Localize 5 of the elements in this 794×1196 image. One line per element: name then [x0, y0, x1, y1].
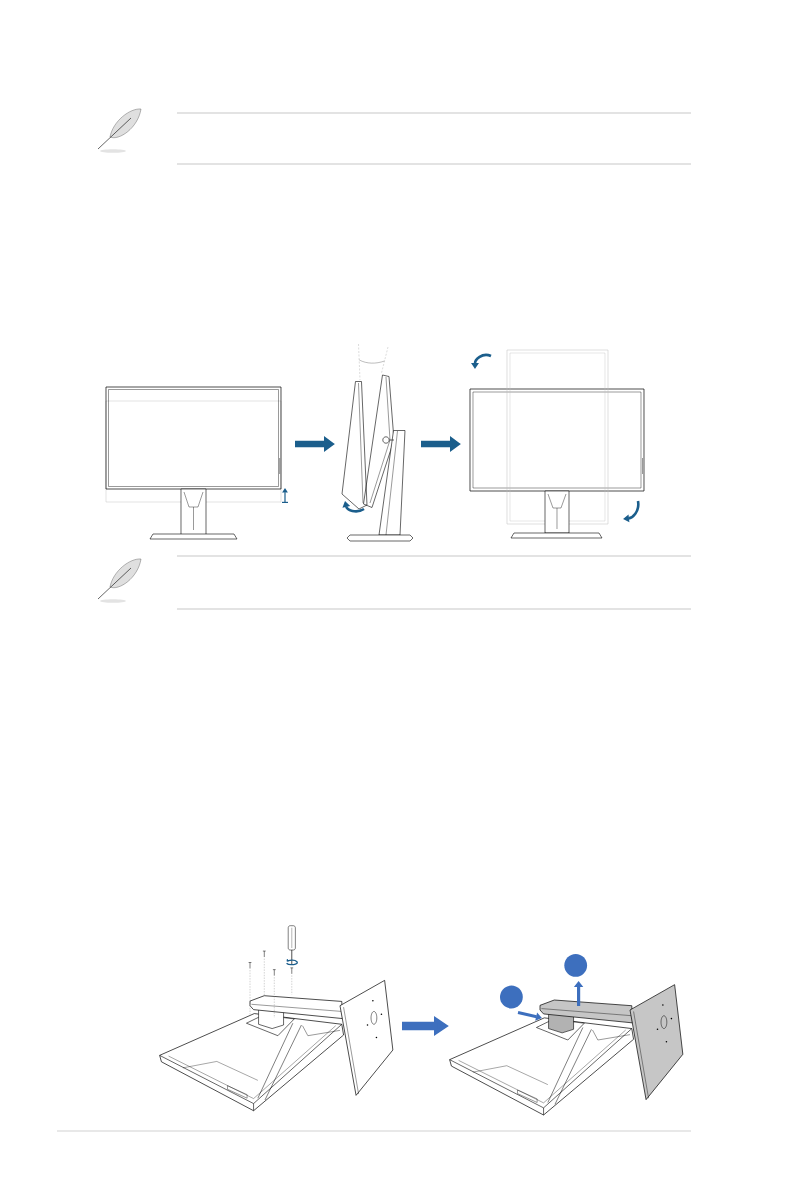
- monitor-drawing: [469, 349, 645, 539]
- stand-drawing: [159, 925, 394, 1112]
- monitor-drawing: [105, 386, 289, 540]
- stand-drawing: [449, 954, 684, 1116]
- monitor-drawing: [341, 343, 414, 542]
